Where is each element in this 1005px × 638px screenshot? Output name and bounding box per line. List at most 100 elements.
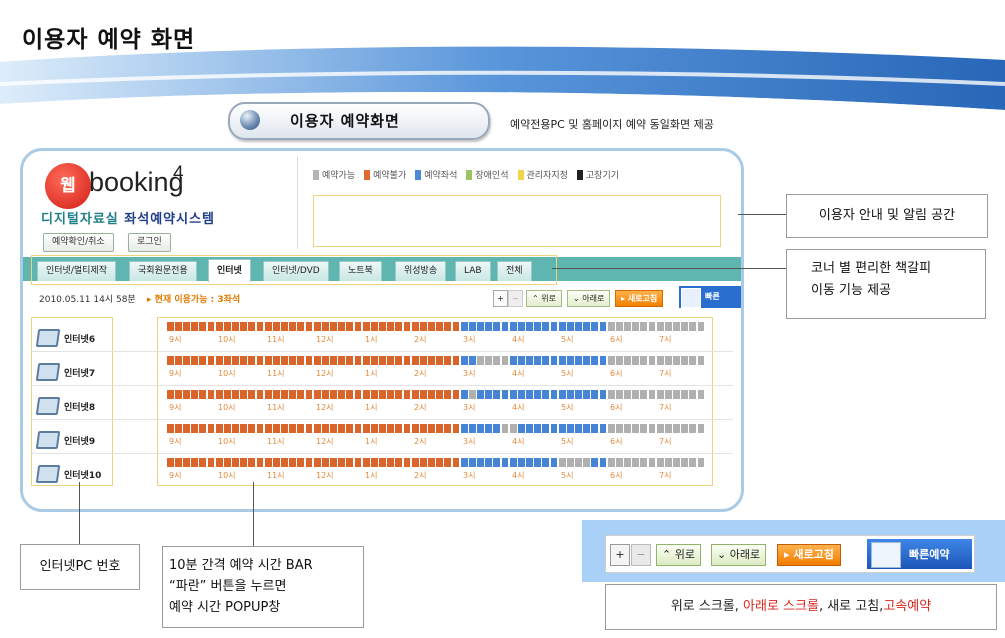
time-slot[interactable]: [567, 390, 574, 399]
time-slot[interactable]: [436, 458, 444, 467]
time-slot[interactable]: [346, 322, 354, 331]
time-slot[interactable]: [387, 356, 395, 365]
tab-lab[interactable]: LAB: [455, 261, 491, 281]
time-slot[interactable]: [461, 390, 468, 399]
time-slot[interactable]: [346, 356, 354, 365]
time-slot[interactable]: [591, 322, 599, 331]
time-slot[interactable]: [559, 458, 566, 467]
time-slot[interactable]: [371, 390, 378, 399]
time-slot[interactable]: [681, 424, 689, 433]
time-slot[interactable]: [412, 424, 419, 433]
time-slot[interactable]: [379, 458, 386, 467]
time-slot[interactable]: [697, 390, 705, 399]
time-slot[interactable]: [305, 356, 313, 365]
time-slot[interactable]: [420, 458, 427, 467]
time-slot[interactable]: [526, 424, 533, 433]
time-slot[interactable]: [371, 424, 378, 433]
time-slot[interactable]: [436, 356, 444, 365]
time-slot[interactable]: [216, 356, 223, 365]
time-slot[interactable]: [403, 356, 411, 365]
time-slot[interactable]: [436, 390, 444, 399]
time-slot[interactable]: [444, 322, 452, 331]
time-slot[interactable]: [248, 424, 256, 433]
time-slot[interactable]: [371, 322, 378, 331]
time-slot[interactable]: [297, 458, 305, 467]
time-slot[interactable]: [559, 424, 566, 433]
time-slot[interactable]: [591, 458, 599, 467]
time-slot[interactable]: [354, 458, 362, 467]
time-slot[interactable]: [322, 356, 329, 365]
time-slot[interactable]: [216, 424, 223, 433]
time-slot[interactable]: [175, 322, 182, 331]
time-slot[interactable]: [534, 390, 542, 399]
time-slot[interactable]: [207, 322, 215, 331]
scroll-up-button[interactable]: ⌃ 위로: [526, 290, 562, 307]
time-slot[interactable]: [412, 356, 419, 365]
zoom-panel-refresh-button[interactable]: ▸ 새로고침: [777, 544, 841, 566]
time-slot[interactable]: [363, 322, 370, 331]
time-slot[interactable]: [265, 390, 272, 399]
time-slot[interactable]: [240, 356, 248, 365]
time-slot[interactable]: [493, 322, 501, 331]
time-slot[interactable]: [248, 458, 256, 467]
time-slot[interactable]: [199, 390, 207, 399]
fast-reservation-button[interactable]: 빠른: [679, 286, 741, 308]
pc-item[interactable]: 인터넷7: [35, 360, 95, 384]
time-slot[interactable]: [616, 322, 623, 331]
time-slot[interactable]: [248, 356, 256, 365]
time-slot[interactable]: [297, 424, 305, 433]
time-slot[interactable]: [469, 322, 476, 331]
time-slot[interactable]: [314, 390, 321, 399]
time-slot[interactable]: [657, 390, 664, 399]
time-slot[interactable]: [354, 424, 362, 433]
time-slot[interactable]: [608, 458, 615, 467]
time-slot[interactable]: [485, 390, 493, 399]
time-slot[interactable]: [289, 322, 297, 331]
time-slot[interactable]: [224, 356, 231, 365]
time-slot[interactable]: [640, 322, 648, 331]
time-slot[interactable]: [518, 458, 525, 467]
time-slot[interactable]: [363, 356, 370, 365]
time-slot[interactable]: [444, 356, 452, 365]
time-slot[interactable]: [232, 322, 239, 331]
time-slot[interactable]: [591, 390, 599, 399]
time-slot[interactable]: [354, 356, 362, 365]
time-slot[interactable]: [510, 356, 517, 365]
time-slot[interactable]: [371, 356, 378, 365]
time-slot[interactable]: [444, 424, 452, 433]
time-slot[interactable]: [550, 390, 558, 399]
time-slot[interactable]: [477, 458, 484, 467]
time-slot[interactable]: [648, 424, 656, 433]
time-slot[interactable]: [534, 458, 542, 467]
time-slot[interactable]: [624, 356, 631, 365]
time-slot[interactable]: [428, 424, 435, 433]
time-slot[interactable]: [501, 390, 509, 399]
time-slot[interactable]: [346, 390, 354, 399]
time-slot[interactable]: [689, 458, 697, 467]
time-slot[interactable]: [608, 390, 615, 399]
time-slot[interactable]: [297, 356, 305, 365]
time-slot[interactable]: [305, 390, 313, 399]
time-slot[interactable]: [167, 322, 174, 331]
time-slot[interactable]: [322, 322, 329, 331]
time-slot[interactable]: [444, 458, 452, 467]
time-slot[interactable]: [199, 356, 207, 365]
time-slot[interactable]: [550, 424, 558, 433]
time-slot[interactable]: [624, 458, 631, 467]
time-slot[interactable]: [616, 390, 623, 399]
time-slot[interactable]: [518, 390, 525, 399]
time-slot[interactable]: [575, 356, 582, 365]
pc-item[interactable]: 인터넷6: [35, 326, 95, 350]
time-slot[interactable]: [469, 356, 476, 365]
time-slot[interactable]: [575, 322, 582, 331]
time-slot[interactable]: [542, 322, 550, 331]
time-slot[interactable]: [534, 356, 542, 365]
time-slot[interactable]: [501, 356, 509, 365]
tab-assembly[interactable]: 국회원문전용: [129, 261, 197, 281]
time-slot[interactable]: [322, 390, 329, 399]
tab-notebook[interactable]: 노트북: [339, 261, 382, 281]
time-slot[interactable]: [371, 458, 378, 467]
time-slot[interactable]: [207, 458, 215, 467]
time-slot[interactable]: [297, 390, 305, 399]
time-slot[interactable]: [338, 390, 346, 399]
